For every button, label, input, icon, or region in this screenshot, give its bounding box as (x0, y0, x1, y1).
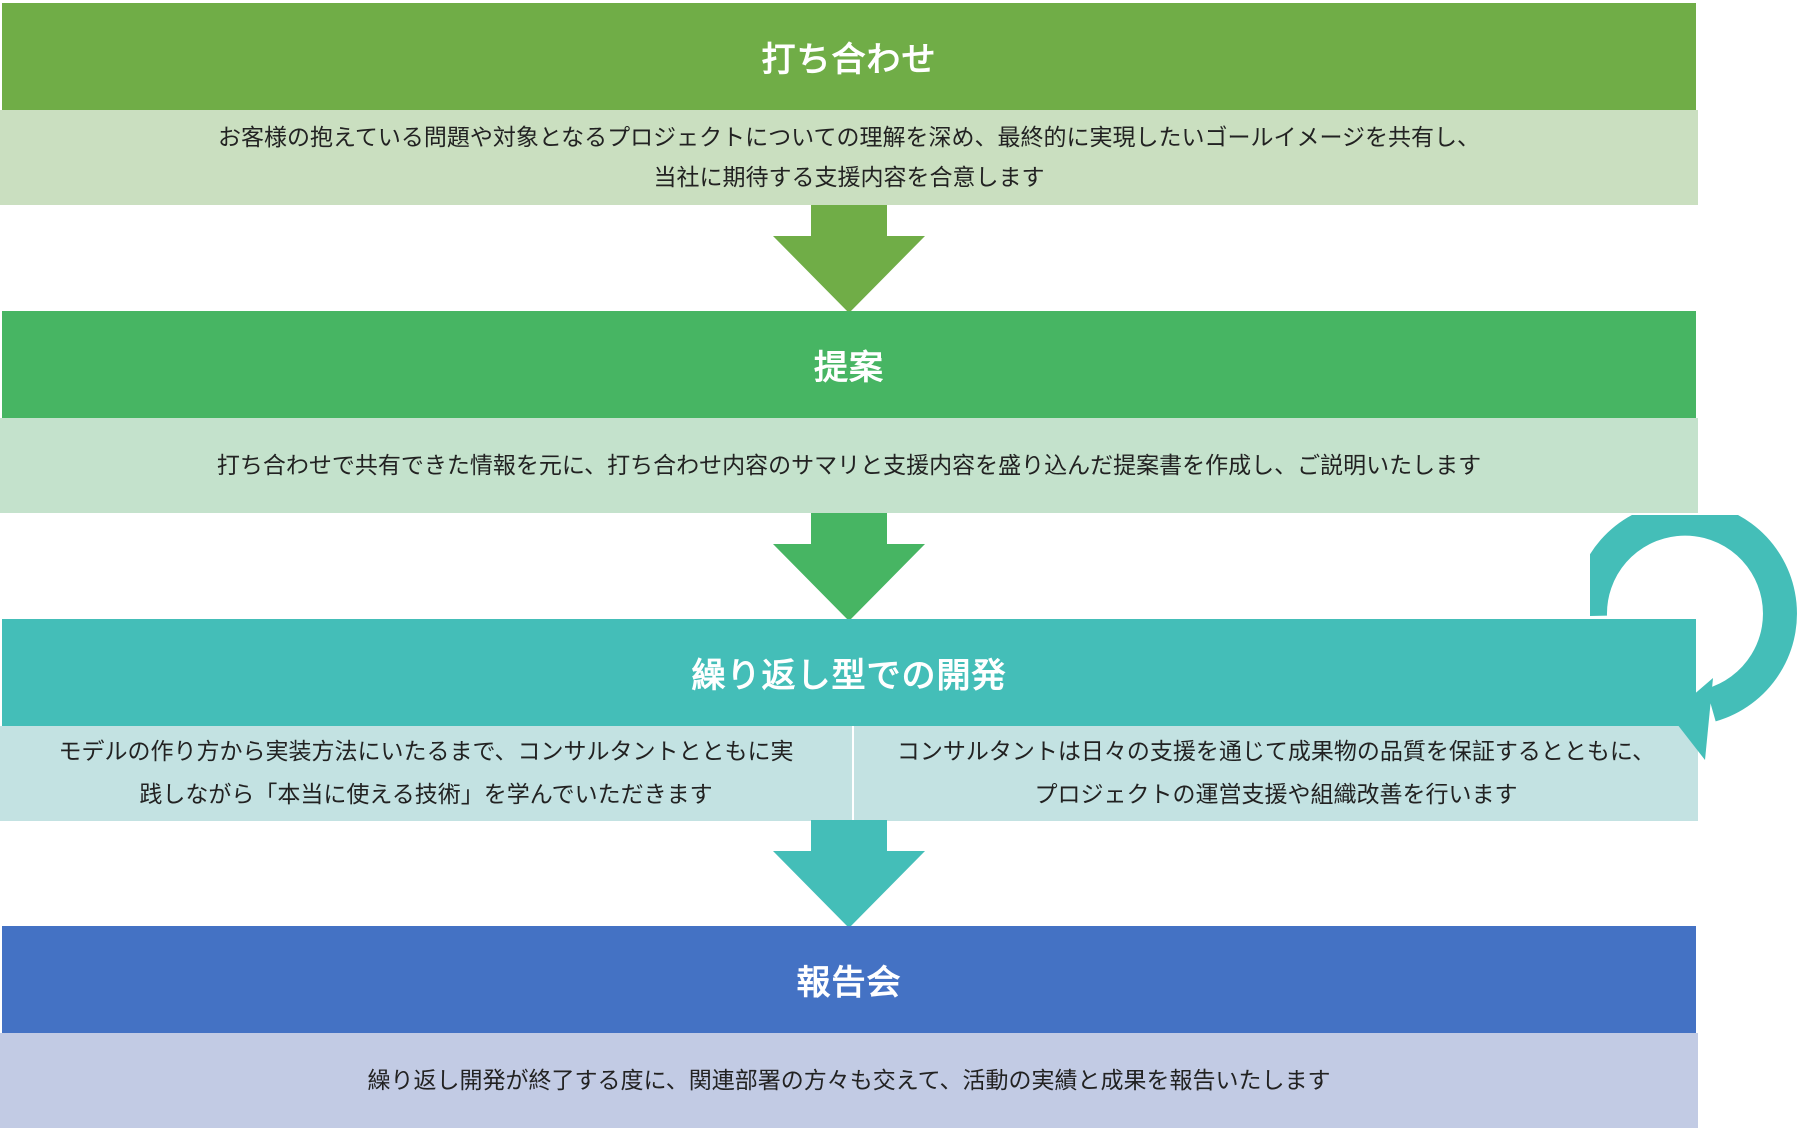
step-3-header: 繰り返し型での開発 (2, 619, 1696, 726)
down-arrow-icon (773, 205, 925, 313)
step-1-line-1: お客様の抱えている問題や対象となるプロジェクトについての理解を深め、最終的に実現… (217, 124, 1480, 151)
step-3-right-line-2: プロジェクトの運営支援や組織改善を行います (1034, 781, 1518, 808)
step-3-description: モデルの作り方から実装方法にいたるまで、コンサルタントとともに実 践しながら「本… (0, 726, 1698, 821)
step-3-left-line-1: モデルの作り方から実装方法にいたるまで、コンサルタントとともに実 (58, 738, 794, 765)
step-2-line-1: 打ち合わせで共有できた情報を元に、打ち合わせ内容のサマリと支援内容を盛り込んだ提… (216, 452, 1482, 479)
step-4-header: 報告会 (2, 926, 1696, 1033)
step-2-title: 提案 (814, 348, 884, 388)
step-1-header: 打ち合わせ (2, 3, 1696, 110)
step-2-description: 打ち合わせで共有できた情報を元に、打ち合わせ内容のサマリと支援内容を盛り込んだ提… (0, 418, 1698, 513)
step-3-left-line-2: 践しながら「本当に使える技術」を学んでいただきます (139, 781, 713, 808)
step-4-title: 報告会 (796, 963, 902, 1003)
down-arrow-icon (773, 820, 925, 928)
step-3-left-column: モデルの作り方から実装方法にいたるまで、コンサルタントとともに実 践しながら「本… (0, 726, 854, 821)
cycle-arrow-icon (1590, 515, 1797, 760)
step-1-line-2: 当社に期待する支援内容を合意します (653, 164, 1045, 191)
step-4-line-1: 繰り返し開発が終了する度に、関連部署の方々も交えて、活動の実績と成果を報告いたし… (367, 1067, 1331, 1094)
step-3-title: 繰り返し型での開発 (691, 656, 1007, 696)
step-3-right-line-1: コンサルタントは日々の支援を通じて成果物の品質を保証するとともに、 (896, 738, 1656, 765)
step-1-description: お客様の抱えている問題や対象となるプロジェクトについての理解を深め、最終的に実現… (0, 110, 1698, 205)
step-1-title: 打ち合わせ (761, 40, 937, 80)
step-4-description: 繰り返し開発が終了する度に、関連部署の方々も交えて、活動の実績と成果を報告いたし… (0, 1033, 1698, 1128)
step-3-right-column: コンサルタントは日々の支援を通じて成果物の品質を保証するとともに、 プロジェクト… (854, 726, 1698, 821)
down-arrow-icon (773, 513, 925, 621)
step-2-header: 提案 (2, 311, 1696, 418)
